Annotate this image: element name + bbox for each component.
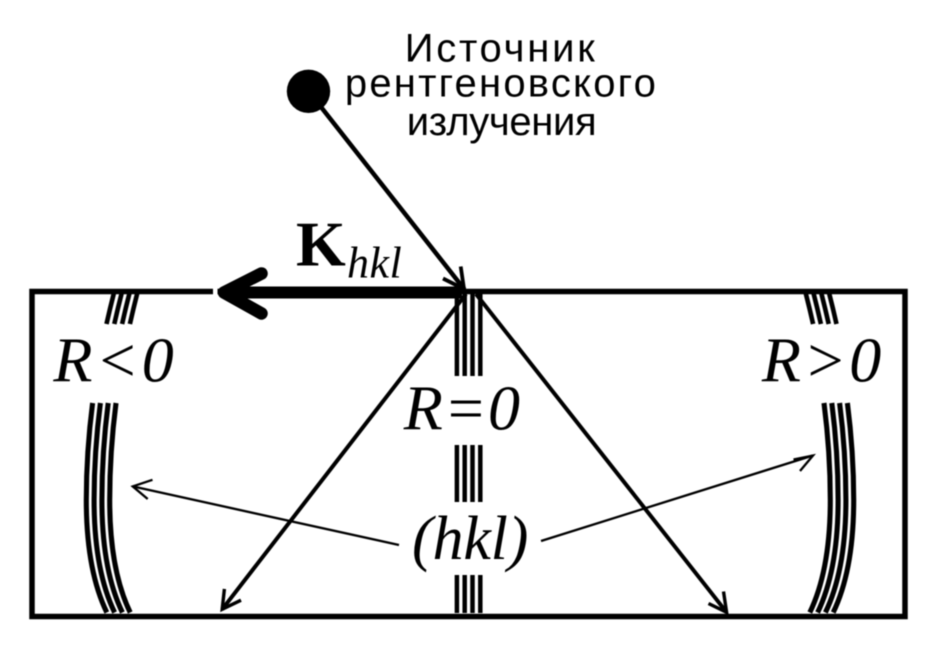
svg-text:R = 0: R = 0 bbox=[403, 373, 520, 444]
svg-text:(hkl): (hkl) bbox=[412, 505, 528, 573]
svg-text:излучения: излучения bbox=[407, 100, 597, 144]
svg-text:R > 0: R > 0 bbox=[761, 325, 881, 396]
svg-text:hkl: hkl bbox=[347, 239, 402, 288]
svg-text:Источник: Источник bbox=[405, 27, 596, 71]
svg-text:R < 0: R < 0 bbox=[52, 325, 173, 396]
svg-text:K: K bbox=[296, 208, 346, 279]
svg-text:рентгеновского: рентгеновского bbox=[345, 62, 656, 106]
